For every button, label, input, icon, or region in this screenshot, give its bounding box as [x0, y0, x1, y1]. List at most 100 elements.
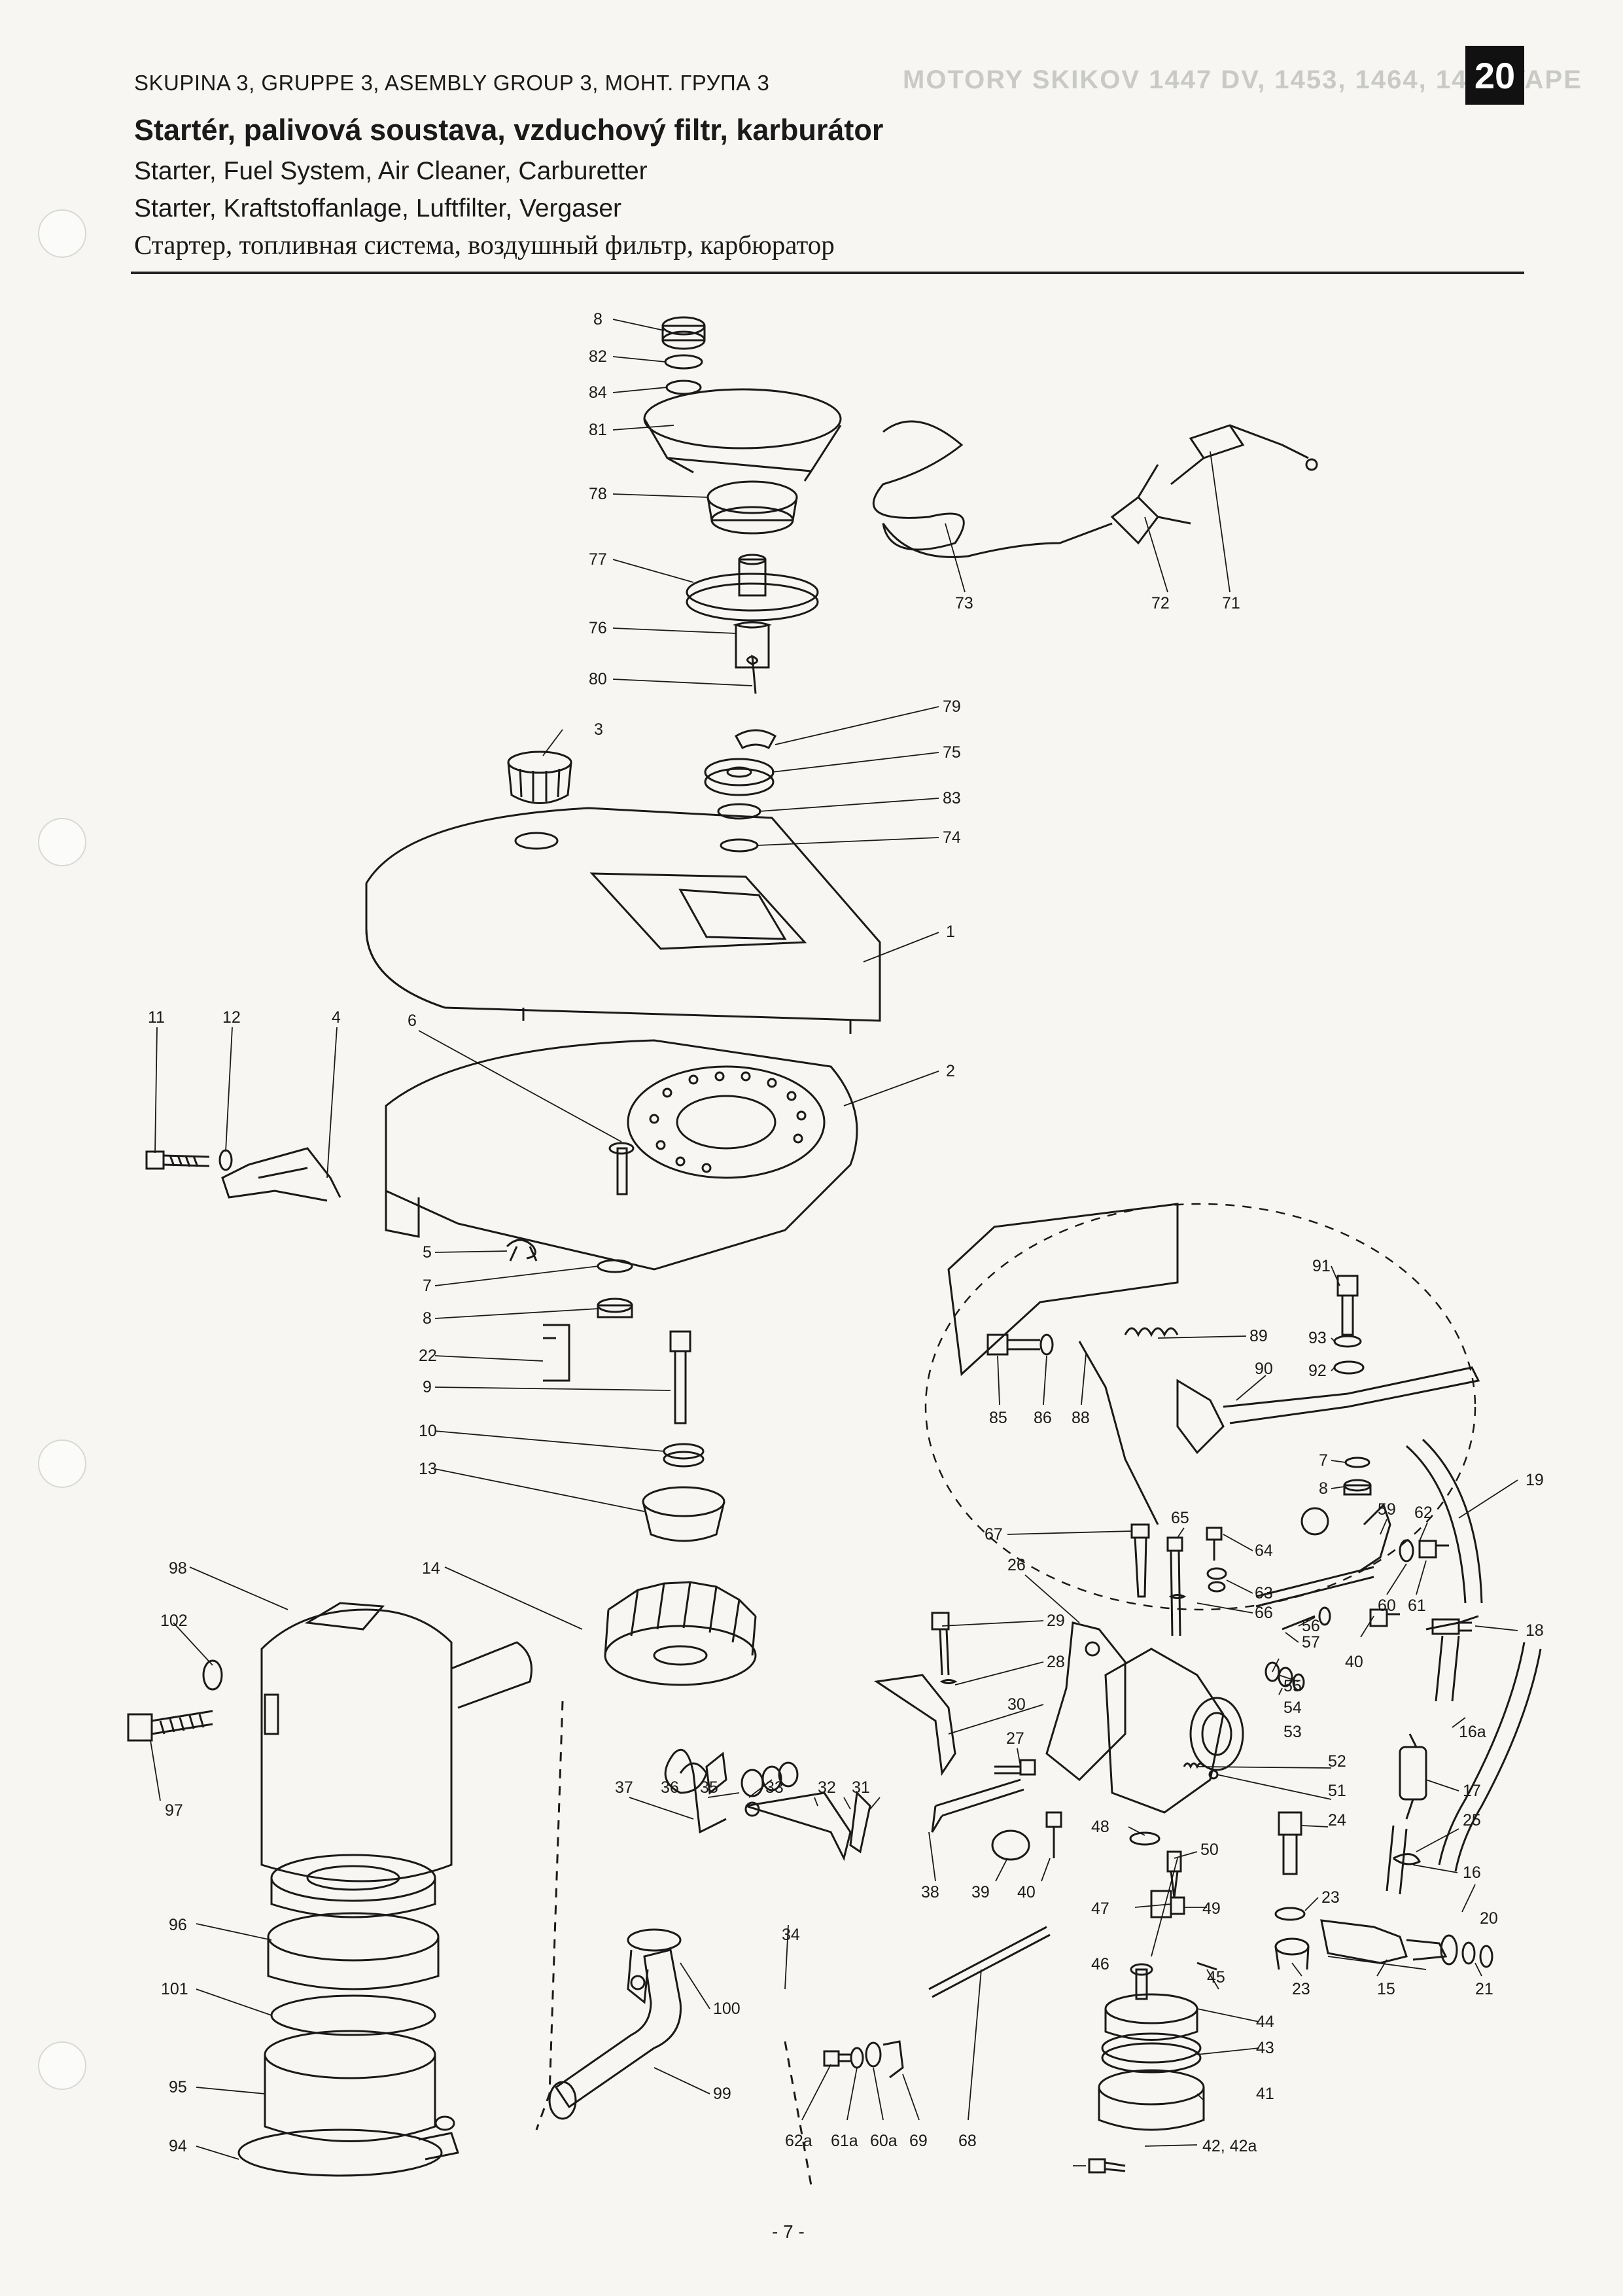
air-cleaner-cover	[260, 1602, 532, 1882]
clip-part	[705, 1752, 727, 1795]
callout-54: 54	[1283, 1699, 1302, 1717]
linkage-screw	[823, 2050, 850, 2067]
callout-7: 7	[1319, 1451, 1328, 1470]
washer-part	[850, 2047, 864, 2069]
callout-79: 79	[943, 698, 961, 716]
callout-8: 8	[423, 1309, 432, 1328]
callout-69: 69	[909, 2132, 928, 2150]
callout-74: 74	[943, 828, 961, 847]
callout-98: 98	[169, 1559, 187, 1578]
clip-part	[506, 1239, 538, 1262]
callout-21: 21	[1475, 1980, 1493, 1998]
callout-77: 77	[589, 550, 607, 569]
spring-washer-part	[663, 1443, 705, 1468]
callout-43: 43	[1256, 2039, 1274, 2057]
callout-27: 27	[1006, 1729, 1024, 1748]
callout-15: 15	[1377, 1980, 1395, 1998]
banjo-bolt	[1278, 1811, 1302, 1875]
flywheel-fan	[604, 1581, 757, 1686]
punch-hole-lower	[38, 1439, 86, 1488]
filter-sleeve	[267, 1912, 440, 1990]
callout-95: 95	[169, 2078, 187, 2096]
housing-bolt	[608, 1142, 635, 1195]
washer-part	[778, 1761, 799, 1788]
cover-bolt	[127, 1710, 213, 1742]
callout-23: 23	[1321, 1888, 1340, 1907]
drain-screw	[1088, 2158, 1126, 2174]
float-pin	[1196, 1962, 1217, 1971]
callout-11: 11	[148, 1008, 165, 1027]
throttle-lever	[1360, 1503, 1391, 1572]
callout-3: 3	[594, 720, 603, 739]
callout-78: 78	[589, 485, 607, 503]
nut-part	[1343, 1479, 1372, 1496]
callout-83: 83	[943, 789, 961, 807]
pawl	[734, 729, 777, 749]
callout-23: 23	[1292, 1980, 1310, 1998]
callout-76: 76	[589, 619, 607, 637]
callout-20: 20	[1480, 1909, 1498, 1928]
washer-part	[741, 1769, 764, 1797]
callout-65: 65	[1171, 1509, 1189, 1527]
callout-8: 8	[593, 310, 602, 328]
lever-bolt	[931, 1612, 950, 1676]
callout-101: 101	[161, 1980, 188, 1998]
callout-47: 47	[1091, 1899, 1109, 1918]
friction-plate	[704, 758, 775, 796]
callout-18: 18	[1526, 1621, 1544, 1640]
throttle-shaft	[1255, 1566, 1374, 1608]
callout-96: 96	[169, 1916, 187, 1934]
choke-screw	[1045, 1811, 1062, 1858]
washer-part	[597, 1259, 633, 1273]
callout-82: 82	[589, 347, 607, 366]
callout-84: 84	[589, 383, 607, 402]
spark-plug-connector	[1170, 424, 1318, 486]
callout-26: 26	[1007, 1556, 1026, 1574]
float-gasket	[1101, 2032, 1202, 2064]
callout-99: 99	[713, 2085, 731, 2103]
air-cleaner-bowl	[264, 2030, 436, 2142]
punch-hole-middle	[38, 818, 86, 866]
callout-12: 12	[222, 1008, 241, 1027]
washer-part	[1274, 1907, 1306, 1921]
callout-60a: 60a	[870, 2132, 898, 2150]
callout-44: 44	[1256, 2013, 1274, 2031]
callout-19: 19	[1526, 1471, 1544, 1489]
lever-bolt	[1336, 1275, 1359, 1336]
choke-lever-end	[849, 1790, 871, 1854]
governor-bolt	[986, 1333, 1040, 1356]
callout-59: 59	[1378, 1500, 1396, 1519]
washer-part	[1461, 1941, 1476, 1965]
callout-16a: 16a	[1459, 1723, 1486, 1741]
callout-31: 31	[852, 1778, 870, 1797]
callout-73: 73	[955, 594, 973, 612]
callout-37: 37	[615, 1778, 633, 1797]
header-rule	[131, 272, 1524, 274]
callout-61: 61	[1408, 1597, 1426, 1615]
detail-outline	[924, 1203, 1476, 1611]
callout-10: 10	[419, 1422, 437, 1440]
callout-35: 35	[700, 1778, 718, 1797]
carb-screw	[1206, 1527, 1223, 1561]
callout-75: 75	[943, 743, 961, 762]
callout-14: 14	[422, 1559, 440, 1578]
bracket-bolt	[145, 1150, 210, 1170]
clamp-band	[237, 2115, 459, 2177]
washer-part	[1344, 1457, 1370, 1468]
callout-8: 8	[1319, 1479, 1328, 1498]
callout-81: 81	[589, 421, 607, 439]
fuel-filter	[1399, 1733, 1427, 1820]
fuel-tank	[365, 807, 881, 1034]
callout-86: 86	[1034, 1409, 1052, 1427]
hose-clamp	[627, 1928, 682, 2004]
punch-hole-bottom	[38, 2041, 86, 2090]
page-number: - 7 -	[772, 2221, 805, 2242]
washer-part	[865, 2041, 882, 2068]
callout-34: 34	[782, 1926, 800, 1944]
callout-29: 29	[1047, 1612, 1065, 1630]
callout-67: 67	[985, 1525, 1003, 1544]
callout-28: 28	[1047, 1653, 1065, 1671]
tap-union	[1274, 1937, 1310, 1970]
callout-80: 80	[589, 670, 607, 688]
fuel-pipe-elbow	[1425, 1615, 1479, 1631]
